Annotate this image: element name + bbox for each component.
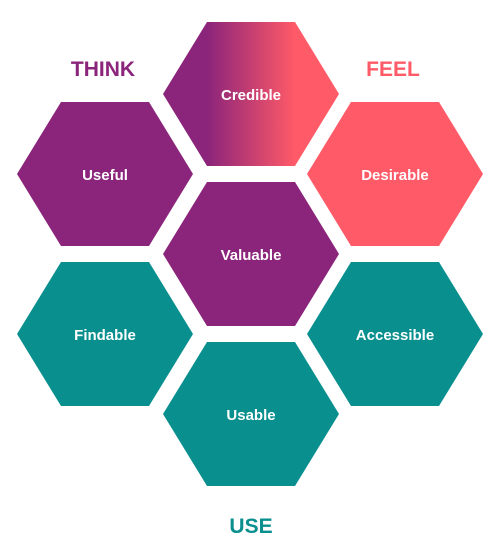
hex-findable: Findable: [17, 262, 193, 406]
hex-credible-label: Credible: [221, 87, 281, 104]
hex-useful-shape: [17, 102, 193, 246]
hex-useful: Useful: [17, 102, 193, 246]
hex-valuable-shape: [163, 182, 339, 326]
hex-usable-label: Usable: [226, 407, 275, 424]
hex-accessible-label: Accessible: [356, 327, 434, 344]
hex-usable: Usable: [163, 342, 339, 486]
hex-findable-shape: [17, 262, 193, 406]
hex-accessible: Accessible: [307, 262, 483, 406]
label-feel: FEEL: [366, 58, 420, 81]
hex-valuable-label: Valuable: [221, 247, 282, 264]
hex-desirable-label: Desirable: [361, 167, 429, 184]
label-use: USE: [229, 515, 272, 538]
hex-desirable-shape: [307, 102, 483, 246]
label-think: THINK: [71, 58, 135, 81]
hex-findable-label: Findable: [74, 327, 136, 344]
hex-usable-shape: [163, 342, 339, 486]
hex-credible-shape: [163, 22, 339, 166]
hex-useful-label: Useful: [82, 167, 128, 184]
hex-credible: Credible: [163, 22, 339, 166]
hex-accessible-shape: [307, 262, 483, 406]
hex-valuable: Valuable: [163, 182, 339, 326]
hex-desirable: Desirable: [307, 102, 483, 246]
